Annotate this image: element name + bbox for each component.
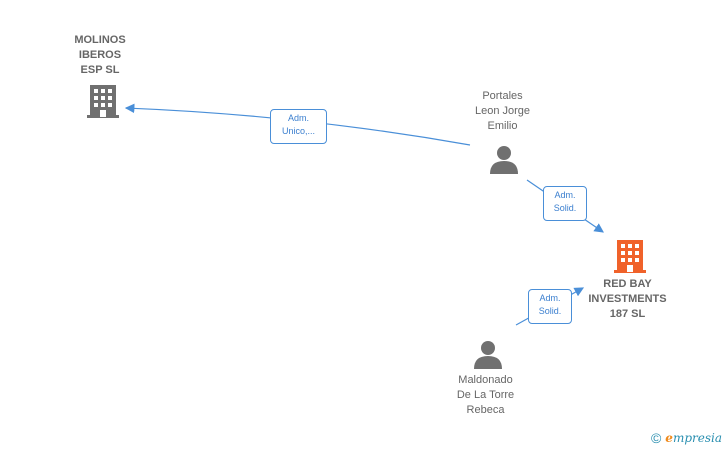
node-label-redbay: RED BAY INVESTMENTS 187 SL [588, 278, 667, 320]
edge-label-portales-molinos: Adm. Unico,... [270, 109, 327, 144]
edge-label-line: Solid. [538, 306, 562, 316]
edge-label-line: Adm. [287, 113, 309, 123]
person-icon [474, 341, 502, 369]
edge-label-line: Adm. [539, 293, 561, 303]
edge-label-portales-redbay: Adm. Solid. [543, 186, 587, 221]
edge-label-line: Unico,... [281, 126, 315, 136]
building-icon [614, 240, 646, 273]
edge-label-line: Adm. [554, 190, 576, 200]
copyright-symbol: © [650, 430, 662, 446]
person-icon [490, 146, 518, 174]
brand-initial: e [665, 431, 673, 445]
building-icon [87, 85, 119, 118]
footer-brand: © empresia [651, 430, 722, 446]
node-label-maldonado: Maldonado De La Torre Rebeca [456, 374, 515, 416]
node-label-portales: Portales Leon Jorge Emilio [474, 90, 531, 132]
brand-logo: empresia [665, 431, 722, 445]
brand-name: mpresia [672, 431, 722, 445]
edge-label-maldonado-redbay: Adm. Solid. [528, 289, 572, 324]
node-label-molinos: MOLINOS IBEROS ESP SL [74, 34, 126, 76]
edge-label-line: Solid. [553, 203, 577, 213]
